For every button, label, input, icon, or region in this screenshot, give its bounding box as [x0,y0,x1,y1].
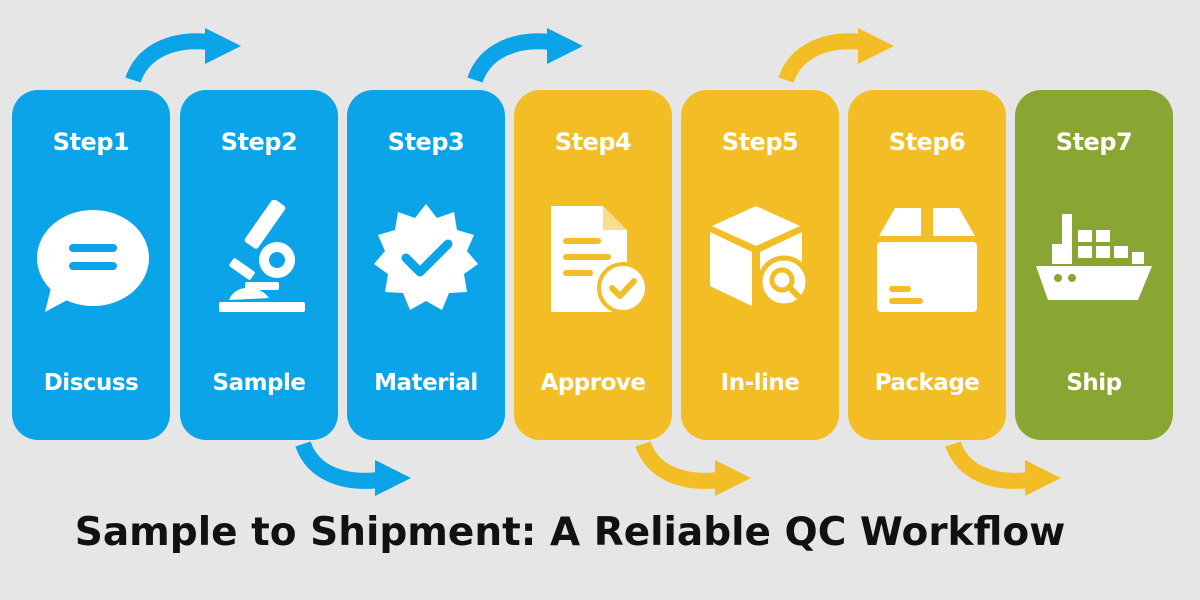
arrow-step4-to-step5-icon [635,440,751,496]
step-card-6: Step6 Package [848,90,1006,440]
step-name: Package [874,370,980,396]
arrow-step2-to-step3-icon [295,440,411,496]
step-card-7: Step7 Ship [1015,90,1173,440]
step-name: Discuss [43,370,139,396]
microscope-icon [219,200,305,312]
cargo-ship-icon [1036,214,1152,300]
step-label: Step7 [1055,128,1133,156]
step-card-2: Step2 Sample [180,90,338,440]
step-label: Step4 [554,128,632,156]
step-label: Step3 [387,128,465,156]
page-title: Sample to Shipment: A Reliable QC Workfl… [74,510,1066,555]
step-name: In-line [720,370,800,396]
step-name: Material [374,370,478,396]
step-label: Step5 [721,128,799,156]
step-card-4: Step4 Approve [514,90,672,440]
step-card-5: Step5 In-line [681,90,839,440]
step-card-3: Step3 Material [347,90,505,440]
arrow-step3-to-step4-icon [467,28,583,84]
step-label: Step1 [52,128,130,156]
arrow-step6-to-step7-icon [945,440,1061,496]
step-name: Ship [1066,370,1122,396]
verified-badge-icon [374,204,478,310]
step-card-1: Step1 Discuss [12,90,170,440]
step-label: Step6 [888,128,966,156]
arrow-step5-to-step6-icon [778,28,894,84]
box-search-icon [710,206,811,309]
document-check-icon [551,206,649,314]
step-label: Step2 [220,128,298,156]
step-name: Sample [212,370,307,396]
arrow-step1-to-step2-icon [125,28,241,84]
chat-bubble-icon [37,210,149,312]
step-name: Approve [540,370,646,396]
package-icon [877,208,977,312]
